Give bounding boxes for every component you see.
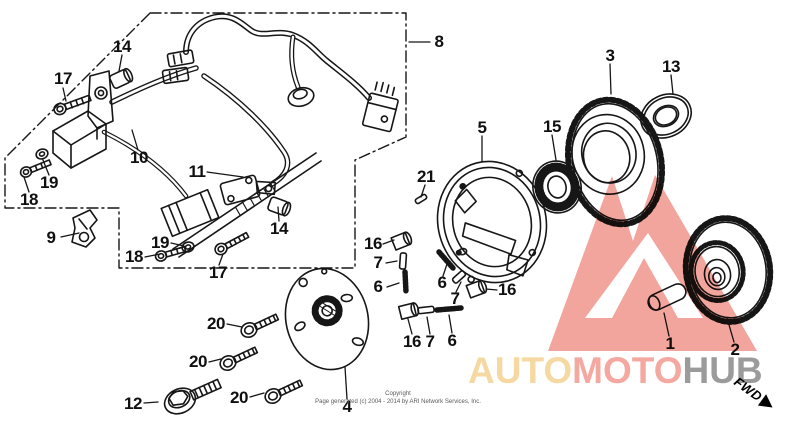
part-label-13: 13	[662, 57, 680, 76]
copyright-footer: Copyright Page generated (c) 2004 - 2014…	[293, 390, 503, 407]
brand-segment-auto: AUTO	[468, 350, 573, 391]
part-label-19: 19	[151, 233, 169, 252]
brand-segment-hub: HUB	[682, 350, 763, 391]
part-label-17: 17	[209, 263, 227, 282]
wire-harness-drawing	[101, 13, 399, 199]
part-label-9: 9	[46, 228, 56, 247]
roller-cap-spring-set-drawing	[390, 231, 488, 321]
part-label-20: 20	[189, 352, 207, 371]
part-label-21: 21	[417, 167, 435, 186]
leader-lines	[23, 41, 735, 404]
harness-connector-drawing	[361, 81, 399, 133]
part-label-19: 19	[40, 173, 58, 192]
part-label-12: 12	[124, 394, 142, 413]
bracket-9-drawing	[71, 209, 98, 248]
part-label-16: 16	[364, 234, 382, 253]
bolt-17-drawing	[53, 94, 92, 116]
bolt-20-drawing	[219, 313, 304, 404]
part-label-10: 10	[130, 148, 148, 167]
copyright-line2: Page generated (c) 2004 - 2014 by ARI Ne…	[315, 399, 481, 406]
part-label-20: 20	[207, 314, 225, 333]
part-label-17: 17	[54, 69, 72, 88]
automotohub-watermark-text: AUTOMOTOHUB	[468, 352, 800, 389]
part-label-14: 14	[113, 37, 131, 56]
pulse-generator-drawing	[154, 152, 322, 262]
brand-segment-moto: MOTO	[572, 350, 683, 391]
part-label-6: 6	[373, 277, 383, 296]
part-label-6: 6	[437, 273, 447, 292]
part-label-4: 4	[342, 397, 352, 416]
part-label-7: 7	[425, 332, 435, 351]
part-label-18: 18	[125, 247, 143, 266]
part-label-16: 16	[498, 280, 516, 299]
part-label-16: 16	[403, 332, 421, 351]
copyright-line1: Copyright	[385, 391, 411, 397]
part-label-7: 7	[373, 253, 383, 272]
part-label-5: 5	[477, 118, 487, 137]
rotor-plate-drawing	[284, 267, 370, 371]
part-label-8: 8	[434, 32, 444, 51]
bolt-18-drawing	[19, 159, 52, 178]
part-label-7: 7	[450, 289, 460, 308]
part-label-14: 14	[270, 219, 288, 238]
washer-13-drawing	[640, 93, 692, 139]
part-label-15: 15	[543, 117, 561, 136]
washer-19-drawing	[35, 148, 49, 160]
part-label-6: 6	[447, 331, 457, 350]
ignition-coil-drawing	[52, 67, 134, 169]
pin-21-drawing	[414, 193, 428, 205]
part-label-3: 3	[605, 46, 615, 65]
part-label-11: 11	[188, 162, 206, 181]
part-label-18: 18	[20, 190, 38, 209]
flange-bolt-12-drawing	[163, 378, 222, 415]
boundary-dashdot-line	[4, 12, 407, 269]
part-label-20: 20	[230, 388, 248, 407]
